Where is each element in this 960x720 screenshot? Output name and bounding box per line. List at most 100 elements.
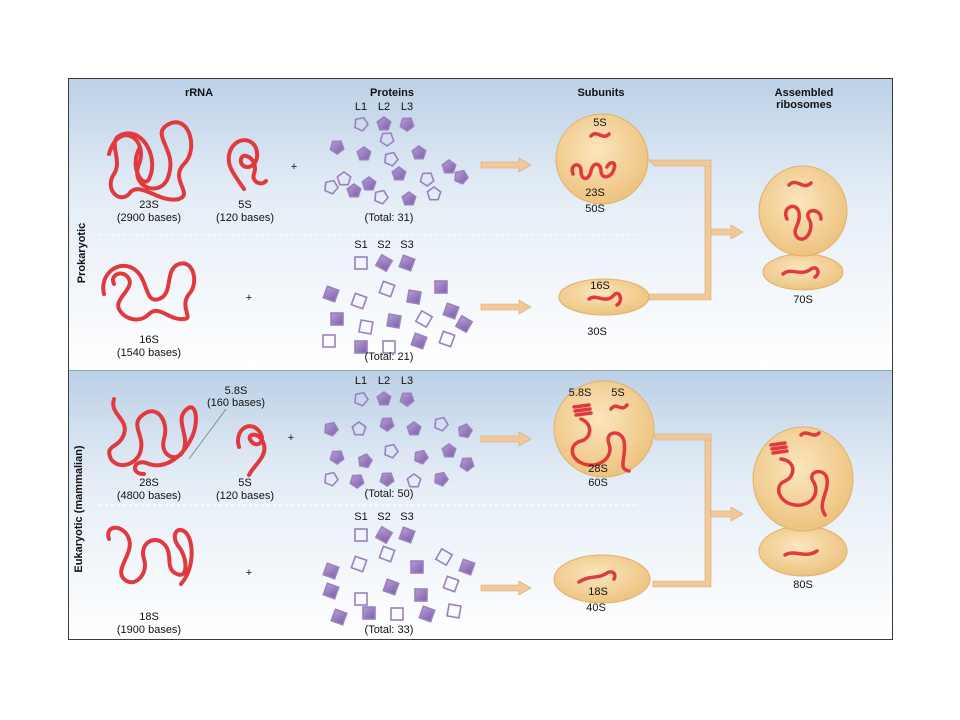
subunit-60s-inner-28s: 28S	[588, 463, 608, 475]
protein-square-icon	[434, 547, 454, 567]
protein-pentagon-icon	[324, 179, 339, 195]
ribosome-80s-18s-rrna	[783, 549, 819, 557]
subunit-30s-name: 30S	[587, 326, 607, 338]
protein-square-icon	[378, 280, 396, 298]
protein-pentagon-icon	[419, 172, 435, 187]
rrna-23s-name: 23S	[139, 199, 159, 211]
protein-square-icon	[374, 253, 394, 273]
subunit-60s-28s-rrna	[570, 417, 631, 473]
protein-pentagon-icon	[379, 472, 395, 487]
protein-square-icon	[390, 607, 404, 621]
join-connector-euk	[652, 433, 744, 588]
protein-square-icon	[438, 330, 456, 348]
subunit-60s-name: 60S	[588, 477, 608, 489]
subunit-60s-58s-rrna	[572, 403, 593, 417]
header-assembled-1: Assembled	[774, 87, 834, 99]
rrna-28s-name: 28S	[139, 477, 159, 489]
subunit-40s-18s-rrna	[577, 570, 617, 584]
protein-pentagon-icon	[376, 391, 392, 406]
protein-pentagon-icon	[351, 421, 367, 436]
rrna-18s-coil	[106, 525, 194, 586]
protein-square-icon	[410, 560, 424, 574]
subunit-50s-inner-23s: 23S	[585, 187, 605, 199]
protein-pentagon-icon	[411, 145, 427, 160]
rrna-28s-size: (4800 bases)	[116, 490, 182, 502]
subunit-60s-5s-rrna	[609, 403, 629, 411]
protein-square-icon	[398, 254, 416, 272]
protein-label-l3: L3	[400, 101, 414, 113]
callout-line	[188, 408, 227, 460]
subunit-30s-16s-rrna	[587, 291, 623, 307]
side-label-eukaryotic: Eukaryotic (mammalian)	[73, 445, 85, 573]
rrna-5s-name: 5S	[238, 199, 252, 211]
protein-pentagon-icon	[441, 159, 457, 174]
protein-square-icon	[330, 608, 348, 626]
subunit-60s-inner-5s: 5S	[611, 387, 625, 399]
protein-label-s1-euk: S1	[354, 511, 368, 523]
protein-square-icon	[406, 289, 422, 305]
ribosome-80s-large-subunit	[752, 426, 854, 532]
protein-pentagon-icon	[354, 391, 369, 407]
rrna-28s-coil	[107, 397, 198, 476]
rrna-58s-callout-name: 5.8S	[224, 385, 248, 397]
protein-square-icon	[354, 592, 368, 606]
ribosome-70s-name: 70S	[793, 294, 813, 306]
protein-pentagon-icon	[406, 473, 422, 488]
protein-pentagon-icon	[354, 116, 369, 132]
subunit-30s-inner-16s: 16S	[590, 280, 610, 292]
protein-pentagon-icon	[361, 176, 377, 191]
protein-square-icon	[322, 285, 340, 303]
rrna-16s-name: 16S	[139, 334, 159, 346]
protein-pentagon-icon	[329, 140, 345, 155]
protein-square-icon	[414, 588, 428, 602]
rrna-16s-size: (1540 bases)	[116, 347, 182, 359]
ribosome-diagram: rRNA Proteins Subunits Assembled ribosom…	[68, 78, 893, 640]
protein-square-icon	[354, 528, 368, 542]
join-connector-pro	[648, 159, 744, 301]
ribosome-80s-name: 80S	[793, 579, 813, 591]
rrna-5s-coil	[226, 138, 268, 191]
protein-pentagon-icon	[399, 392, 415, 407]
subunit-50s-5s-rrna	[589, 131, 611, 139]
protein-square-icon	[442, 302, 460, 320]
rrna-5s-size: (120 bases)	[215, 212, 275, 224]
rrna-23s-size: (2900 bases)	[116, 212, 182, 224]
protein-pentagon-icon	[434, 416, 449, 432]
protein-label-s3: S3	[400, 239, 414, 251]
rrna-5s-euk-size: (120 bases)	[215, 490, 275, 502]
rrna-58s-callout-size: (160 bases)	[206, 397, 266, 409]
protein-label-l2: L2	[377, 101, 391, 113]
protein-label-s2-euk: S2	[377, 511, 391, 523]
protein-square-icon	[374, 525, 394, 545]
subunit-60s-inner-58s: 5.8S	[568, 387, 592, 399]
protein-square-icon	[434, 280, 448, 294]
protein-pentagon-icon	[401, 191, 417, 206]
protein-square-icon	[418, 605, 436, 623]
arrow-to-30s	[480, 299, 532, 315]
protein-pentagon-icon	[336, 171, 352, 186]
protein-square-icon	[354, 340, 368, 354]
protein-pentagon-icon	[399, 117, 415, 132]
protein-total-large: (Total: 31)	[364, 212, 414, 224]
protein-pentagon-icon	[391, 166, 407, 181]
protein-square-icon	[354, 256, 368, 270]
side-label-prokaryotic: Prokaryotic	[76, 222, 88, 284]
protein-pentagon-icon	[376, 116, 392, 131]
ribosome-70s-23s-rrna	[783, 204, 823, 241]
ribosome-70s-5s-rrna	[787, 180, 813, 188]
subunit-50s-name: 50S	[585, 203, 605, 215]
protein-square-icon	[330, 312, 344, 326]
protein-square-icon	[322, 562, 340, 580]
protein-pentagon-icon	[406, 421, 422, 436]
plus-sign: +	[245, 567, 253, 579]
protein-square-icon	[386, 313, 402, 329]
protein-pentagon-icon	[346, 183, 362, 198]
protein-pentagon-icon	[324, 471, 339, 487]
protein-pentagon-icon	[384, 443, 399, 459]
protein-square-icon	[382, 578, 400, 596]
protein-total-small-euk: (Total: 33)	[364, 624, 414, 636]
ribosome-80s-small-subunit	[758, 525, 848, 577]
protein-pentagon-icon	[459, 457, 475, 472]
protein-label-s2: S2	[377, 239, 391, 251]
subunit-40s-inner-18s: 18S	[588, 586, 608, 598]
